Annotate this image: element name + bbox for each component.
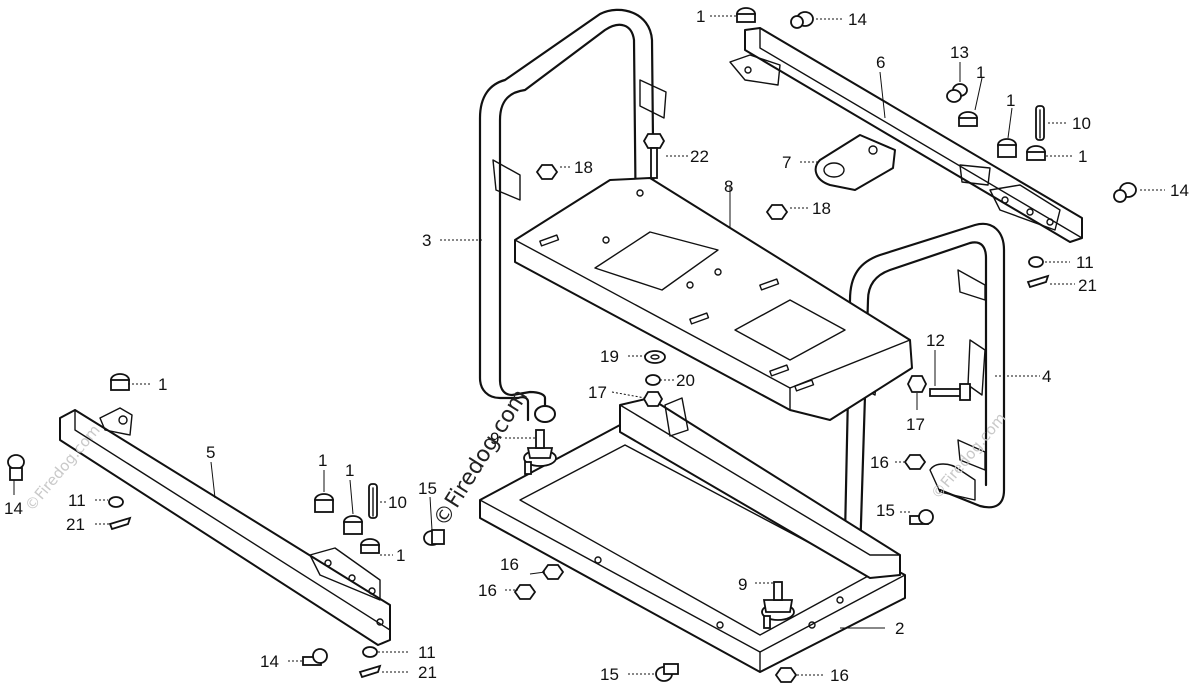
cap-part-1-top: [736, 7, 756, 23]
callout-2: 2: [895, 619, 904, 638]
callout-3: 3: [422, 231, 431, 250]
callout-10-right: 10: [1072, 114, 1091, 133]
bolt-part-14-b: [1113, 182, 1137, 203]
callout-17-left: 17: [588, 383, 607, 402]
callout-1-m1: 1: [318, 451, 327, 470]
callout-labels: 1 14 6 13 1 1 10 1 14 7 8 18 22 18 3 11 …: [4, 7, 1189, 685]
callout-1-m3: 1: [396, 546, 405, 565]
callout-17-right: 17: [906, 415, 925, 434]
callout-14-bottom: 14: [260, 652, 279, 671]
callout-9-right: 9: [738, 575, 747, 594]
cap-part-1-r2: [997, 138, 1017, 158]
cap-part-1-m2: [343, 515, 363, 535]
cap-part-1-r1: [958, 111, 978, 127]
callout-14-right: 14: [1170, 181, 1189, 200]
callout-16-right: 16: [870, 453, 889, 472]
callout-1-m2: 1: [345, 461, 354, 480]
rubber-mount-part-9-b: [761, 581, 795, 629]
callout-15-left: 15: [418, 479, 437, 498]
callout-1-r2: 1: [1006, 91, 1015, 110]
callout-1-left: 1: [158, 375, 167, 394]
callout-22: 22: [690, 147, 709, 166]
callout-21-right: 21: [1078, 276, 1097, 295]
frame-handle-left-part-3: [478, 8, 667, 423]
bolt-part-14-d: [302, 648, 328, 666]
cap-part-1-m3: [360, 538, 380, 554]
bolt-part-14-a: [790, 11, 814, 29]
callout-8: 8: [724, 177, 733, 196]
callout-14-top: 14: [848, 10, 867, 29]
rubber-mount-part-9-a: [523, 429, 557, 475]
callout-10-left: 10: [388, 493, 407, 512]
pin-part-10-a: [1035, 105, 1045, 141]
callout-1-r3: 1: [1078, 147, 1087, 166]
callout-13: 13: [950, 43, 969, 62]
side-rail-right-part-6: [729, 27, 1083, 243]
callout-19: 19: [600, 347, 619, 366]
callout-7: 7: [782, 153, 791, 172]
engine-plate-part-8: [514, 177, 913, 421]
callout-6: 6: [876, 53, 885, 72]
callout-11-left: 11: [68, 491, 86, 510]
callout-14-left: 14: [4, 499, 23, 518]
callout-21-left: 21: [66, 515, 85, 534]
callout-1-r1: 1: [976, 63, 985, 82]
cap-part-1-l1: [110, 373, 130, 391]
leader-lines: [13, 15, 1165, 676]
bolt-part-15-a: [423, 529, 445, 546]
bracket-part-7: [814, 134, 896, 191]
callout-16-mid2: 16: [478, 581, 497, 600]
cap-part-1-m1: [314, 493, 334, 513]
callout-11-right: 11: [1076, 253, 1094, 272]
bolt-part-22: [642, 133, 666, 179]
callout-12: 12: [926, 331, 945, 350]
side-rail-left-part-5: [59, 407, 391, 646]
bolt-part-15-b: [909, 509, 934, 525]
bolt-part-12: [929, 383, 971, 401]
callout-16-bottom: 16: [830, 666, 849, 685]
callout-1-top: 1: [696, 7, 705, 26]
callout-15-right: 15: [876, 501, 895, 520]
callout-4: 4: [1042, 367, 1051, 386]
pin-part-10-b: [368, 483, 378, 519]
callout-15-bottom: 15: [600, 665, 619, 684]
watermark-faint-right: ©Firedog.com: [927, 409, 1009, 502]
callout-11-bottom: 11: [418, 643, 436, 662]
bolt-part-14-c: [7, 454, 25, 481]
hardware: [7, 7, 1137, 683]
callout-16-mid1: 16: [500, 555, 519, 574]
cap-part-1-r3: [1026, 145, 1046, 161]
callout-20: 20: [676, 371, 695, 390]
base-frame-part-2: [479, 397, 906, 673]
callout-9-left: 9: [490, 429, 499, 448]
callout-18-left: 18: [574, 158, 593, 177]
callout-18-right: 18: [812, 199, 831, 218]
callout-5: 5: [206, 443, 215, 462]
bolt-part-15-c: [655, 663, 679, 682]
callout-21-bottom: 21: [418, 663, 437, 682]
